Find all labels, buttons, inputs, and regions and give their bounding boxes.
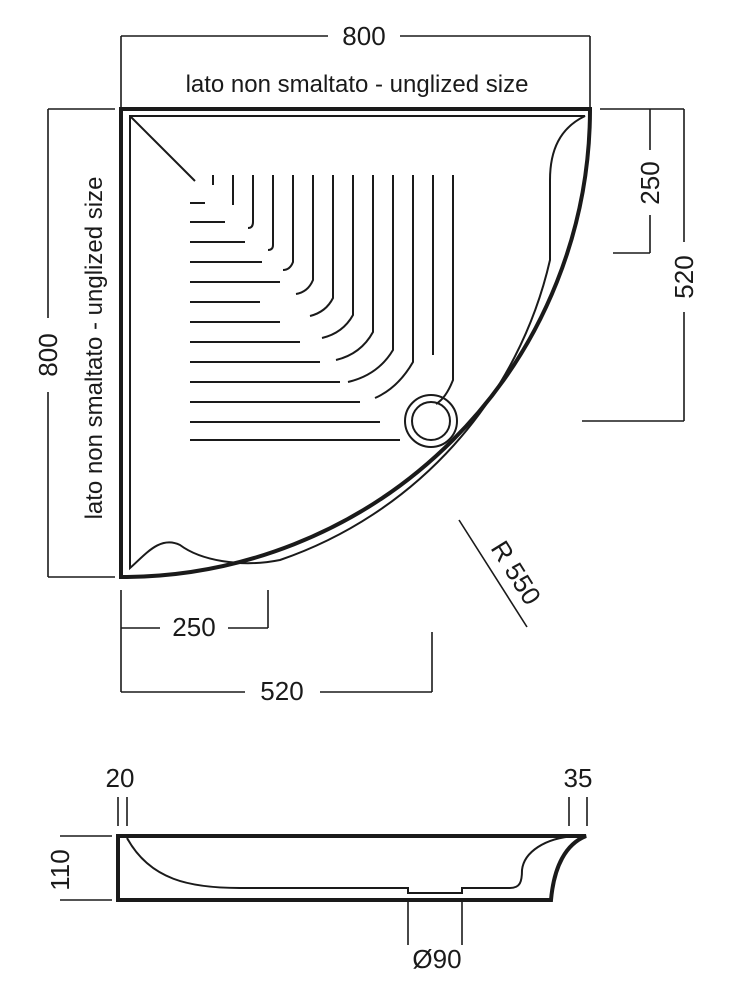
bottom-long-label: 520 (260, 676, 303, 706)
left-rim-label: 20 (106, 763, 135, 793)
section-view: 20 35 110 Ø90 (45, 763, 592, 974)
anti-slip-grooves (190, 175, 454, 441)
drain-diameter-label: Ø90 (412, 944, 461, 974)
drain-hole (404, 394, 458, 448)
top-width-label: 800 (342, 21, 385, 51)
radius-label: R 550 (485, 535, 547, 610)
top-view: 800 lato non smaltato - unglized size 80… (33, 21, 699, 706)
radius-leader: R 550 (458, 519, 547, 628)
corner-diagonal (129, 115, 196, 182)
right-rim-label: 35 (564, 763, 593, 793)
dimension-bottom: 250 520 (120, 590, 433, 706)
dimension-left-height: 800 (33, 108, 115, 578)
tray-outline (119, 107, 592, 579)
right-short-label: 250 (635, 161, 665, 204)
section-height-label: 110 (45, 849, 75, 890)
tray-profile (116, 834, 587, 902)
bottom-short-label: 250 (172, 612, 215, 642)
dimension-top-width: 800 (120, 21, 591, 110)
basin-edge (129, 115, 586, 571)
dimension-right: 250 520 (582, 108, 699, 422)
side-unglazed-note: lato non smaltato - unglized size (81, 177, 108, 520)
right-long-label: 520 (669, 255, 699, 298)
top-unglazed-note: lato non smaltato - unglized size (186, 71, 529, 98)
basin-profile (126, 835, 576, 894)
left-height-label: 800 (33, 333, 63, 376)
